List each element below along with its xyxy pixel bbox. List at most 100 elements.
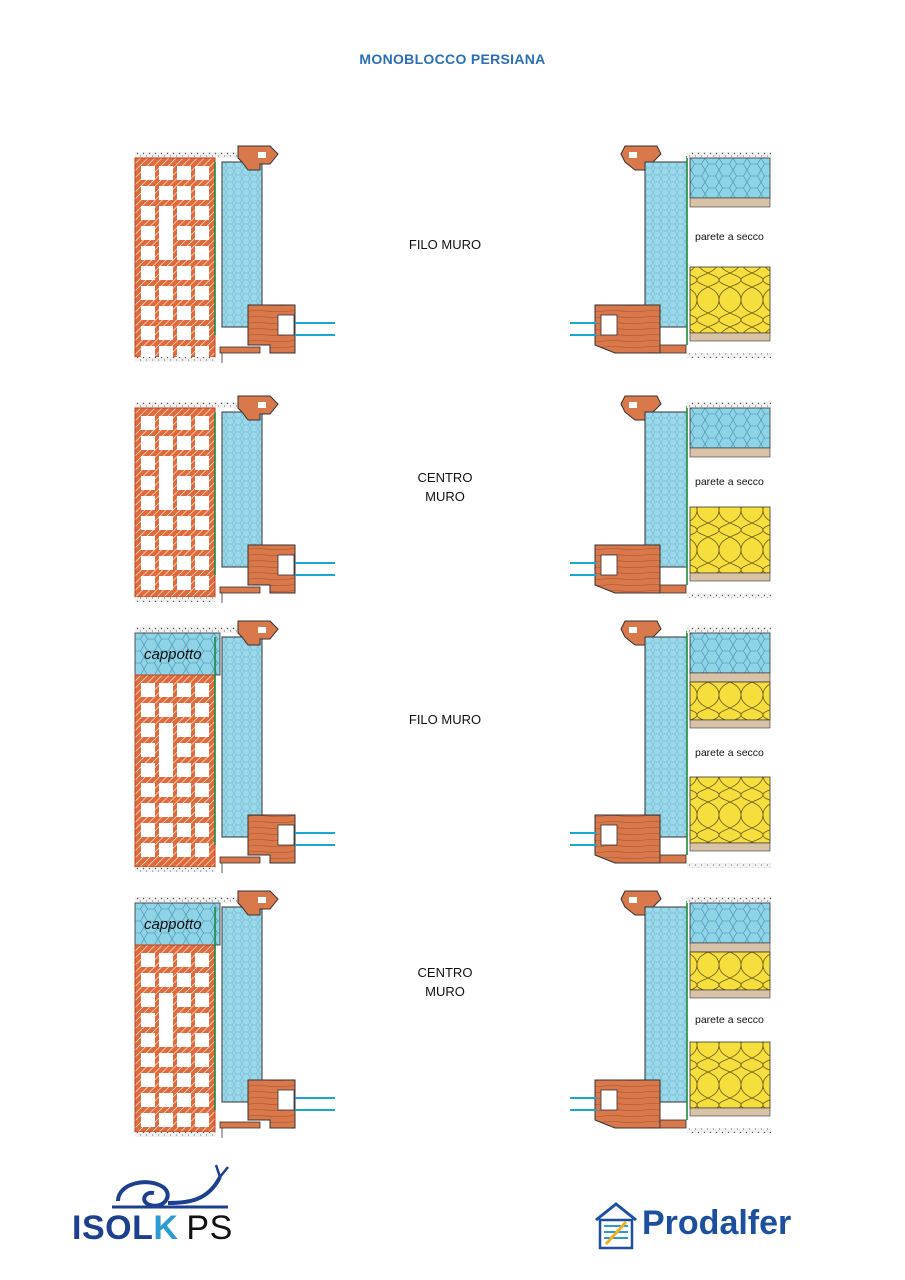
brick-hole [177,166,191,180]
brick-hole [177,456,191,470]
plaster-strip [135,897,240,903]
wood-cap-slot [258,152,266,158]
brick-hole [195,993,209,1007]
wood-cap-slot [629,152,637,158]
brick-hole [177,516,191,530]
brick-hole [177,723,191,737]
brick-hole [177,763,191,777]
brick-hole [195,286,209,300]
brick-hole [159,556,173,570]
plaster-bottom [135,597,215,602]
brick-hole [141,953,155,967]
brick-hole [141,743,155,757]
brick-hole [195,306,209,320]
brick-hole [177,703,191,717]
brick-hole [195,1073,209,1087]
brick-hole [195,1113,209,1127]
brick-hole [195,496,209,510]
dry-wall-label: parete a secco [695,746,764,759]
insulation-panel [221,411,263,568]
brick-hole [195,743,209,757]
brick-hole [195,536,209,550]
brick-hole [195,683,209,697]
brick-hole [141,346,155,360]
wool-layer [689,776,771,844]
brick-hole [159,346,173,360]
brick-hole [195,456,209,470]
insulation-panel [644,906,688,1103]
brick-hole [141,226,155,240]
frame-hardware [277,824,295,846]
wool-layer [689,681,771,721]
brick-hole [195,763,209,777]
mounting-type-label: CENTRO MURO [365,963,525,1001]
brick-hole [141,1053,155,1067]
brick-hole [177,1053,191,1067]
brick-hole [141,326,155,340]
brick-hole [141,1013,155,1027]
wood-cap-slot [629,402,637,408]
brick-hole [177,1013,191,1027]
brick-hole [177,286,191,300]
brick-hole [141,516,155,530]
brick-hole [177,803,191,817]
brick-hole [177,436,191,450]
brick-hole [177,556,191,570]
left-section-drawing [134,145,335,363]
brick-hole [159,823,173,837]
brick-hole [159,1113,173,1127]
wood-cap-slot [629,627,637,633]
brick-hole [195,576,209,590]
mounting-label-line2: MURO [425,984,465,999]
board-layer [689,447,771,458]
brick-hole [159,803,173,817]
brick-hole [159,703,173,717]
brick-hole [177,226,191,240]
snail-icon [112,1164,229,1209]
sill [219,1121,261,1129]
brick-hole-long [159,456,173,510]
brick-hole [195,346,209,360]
plaster-strip [135,627,240,633]
plaster-strip [687,152,771,158]
sill [219,346,261,354]
brick-hole [195,476,209,490]
brick-hole [141,683,155,697]
mounting-label-line1: CENTRO [417,965,473,980]
brick-hole [141,266,155,280]
brick-hole [195,1033,209,1047]
brick-hole [177,973,191,987]
brick-hole [195,803,209,817]
frame-hardware [600,314,618,336]
brick-hole [177,246,191,260]
board-layer [689,197,771,208]
brick-hole [177,416,191,430]
brick-hole [177,1033,191,1047]
brick-hole [177,823,191,837]
brick-hole [141,993,155,1007]
board-layer [689,842,771,852]
brick-hole [141,843,155,857]
brick-hole [141,1033,155,1047]
sill [659,344,687,354]
brick-hole [195,973,209,987]
frame-hardware [277,314,295,336]
brick-hole [195,1053,209,1067]
brick-hole [195,823,209,837]
brick-hole [195,326,209,340]
brick-hole [177,536,191,550]
brick-hole [141,476,155,490]
wool-layer [689,1041,771,1109]
brick-hole [177,683,191,697]
brick-hole-long [159,206,173,260]
brick-hole [141,1073,155,1087]
frame-hardware [600,554,618,576]
brick-hole [141,823,155,837]
brick-hole [195,783,209,797]
brick-hole [141,456,155,470]
mounting-type-label: FILO MURO [365,235,525,254]
